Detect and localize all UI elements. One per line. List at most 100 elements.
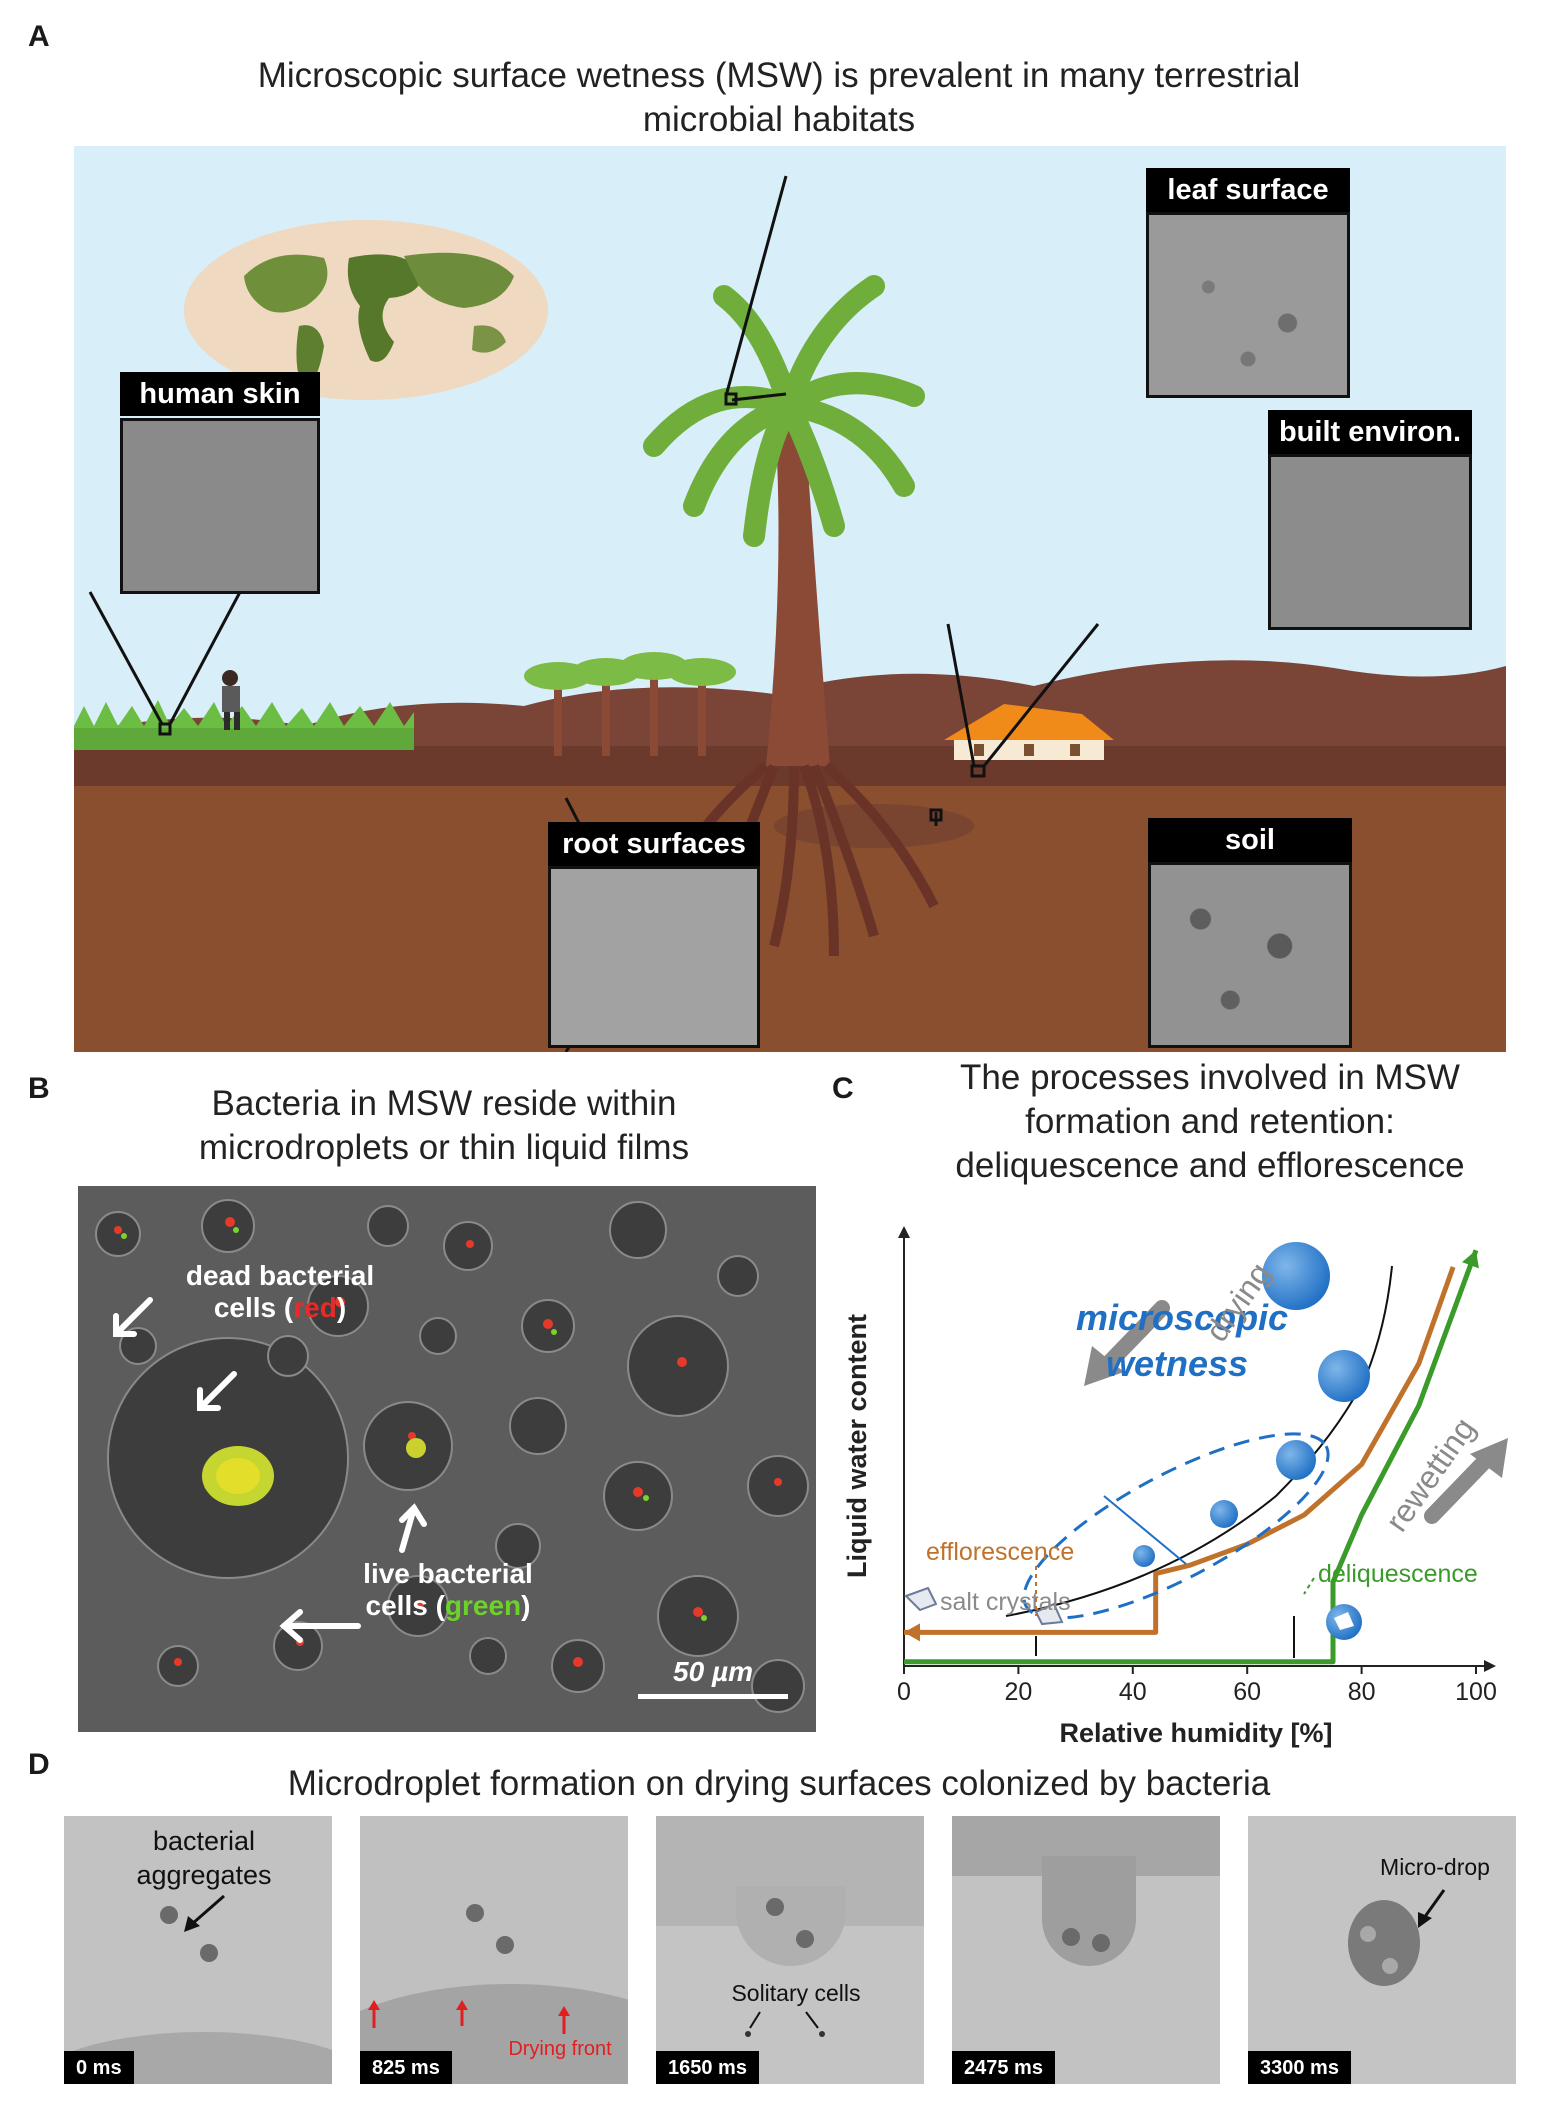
efflorescence-label: efflorescence xyxy=(926,1538,1074,1566)
deliquescence-path xyxy=(904,1249,1479,1665)
frame-825ms: Drying front 825 ms xyxy=(360,1816,628,2084)
human-skin-label: human skin xyxy=(120,372,320,416)
panel-d-letter: D xyxy=(28,1748,50,1781)
x-axis-label: Relative humidity [%] xyxy=(1059,1718,1332,1748)
aggregate xyxy=(1382,1958,1398,1974)
droplet-medium xyxy=(1318,1350,1370,1402)
panel-d-title: Microdroplet formation on drying surface… xyxy=(287,1764,1271,1803)
x-tick-label: 80 xyxy=(1348,1678,1376,1706)
droplets-layer xyxy=(95,1199,809,1713)
droplet-large xyxy=(1262,1242,1330,1310)
drying-front-label: Drying front xyxy=(508,2038,612,2060)
panel-b-title: Bacteria in MSW reside within microdropl… xyxy=(74,1082,814,1170)
timestamp: 0 ms xyxy=(64,2051,134,2084)
aggregate xyxy=(766,1898,784,1916)
dead-cells-post: ) xyxy=(336,1292,347,1323)
live-cells-pre: cells ( xyxy=(365,1590,445,1621)
panel-a-title-line2: microbial habitats xyxy=(642,100,916,139)
built-environ-micrograph xyxy=(1268,454,1472,630)
x-tick-label: 0 xyxy=(897,1678,911,1706)
x-tick-label: 20 xyxy=(1004,1678,1032,1706)
frame-0ms: bacterial aggregates 0 ms xyxy=(64,1816,332,2084)
human-skin-micrograph xyxy=(120,418,320,594)
frame-label-line2: aggregates xyxy=(136,1860,272,1890)
panel-c-letter: C xyxy=(832,1072,854,1105)
deliquescence-arrowhead xyxy=(1462,1250,1479,1269)
solitary-cells-label: Solitary cells xyxy=(731,1980,861,2006)
palm-row xyxy=(524,652,736,756)
leaf-surface-label: leaf surface xyxy=(1146,168,1350,212)
live-cells-color-word: green xyxy=(444,1590,522,1621)
root-surfaces-label: root surfaces xyxy=(548,822,760,866)
timestamp: 825 ms xyxy=(360,2051,452,2084)
micro-drop-arrow xyxy=(1418,1889,1446,1928)
x-ticks: 0 20 40 60 80 100 xyxy=(897,1666,1497,1706)
live-cells-post: ) xyxy=(521,1590,531,1621)
bacteria-micrograph: dead bacterial cells (red) live bacteria… xyxy=(78,1186,816,1732)
panel-c-title-line2: formation and retention: xyxy=(1025,1102,1395,1141)
droplet-small xyxy=(1276,1440,1316,1480)
micro-drop-label: Micro-drop xyxy=(1380,1854,1490,1880)
microscopic-label: microscopic xyxy=(1076,1297,1288,1338)
dead-cells-pre: cells ( xyxy=(213,1292,294,1323)
live-cells-line1: live bacterial xyxy=(363,1558,533,1589)
x-tick-label: 40 xyxy=(1119,1678,1147,1706)
salt-crystal-icon xyxy=(904,1586,938,1612)
aggregate xyxy=(1360,1926,1376,1942)
dead-cells-color-word: red xyxy=(293,1292,337,1323)
bacterial-aggregates-label: bacterial aggregates xyxy=(104,1824,304,1892)
solitary-arrows xyxy=(745,2011,825,2037)
panel-b-title-line1: Bacteria in MSW reside within xyxy=(211,1084,677,1123)
aggregate xyxy=(496,1936,514,1954)
timestamp: 3300 ms xyxy=(1248,2051,1351,2084)
panel-b-arrows xyxy=(113,1297,427,1643)
droplet-smallest xyxy=(1133,1545,1155,1567)
scale-bar xyxy=(638,1694,788,1699)
world-map xyxy=(184,220,548,400)
microscopic-wetness-pointer xyxy=(1103,1495,1187,1565)
process-arrows xyxy=(1098,1300,1496,1524)
person-figure xyxy=(222,670,240,730)
frame-label-line1: bacterial xyxy=(152,1826,256,1856)
frame-3300ms: Micro-drop 3300 ms xyxy=(1248,1816,1516,2084)
dead-cells-label: dead bacterial cells (red) xyxy=(170,1260,390,1324)
panel-a-letter: A xyxy=(28,20,50,53)
aggregate xyxy=(160,1906,178,1924)
x-tick-label: 100 xyxy=(1455,1678,1497,1706)
frame-1650ms: Solitary cells 1650 ms xyxy=(656,1816,924,2084)
frame-2475ms: 2475 ms xyxy=(952,1816,1220,2084)
aggregate xyxy=(200,1944,218,1962)
deliquescence-label: deliquescence xyxy=(1318,1560,1478,1588)
aggregate xyxy=(796,1930,814,1948)
aggregate xyxy=(1092,1934,1110,1952)
soil-micrograph xyxy=(1148,862,1352,1048)
wetness-label: wetness xyxy=(1106,1343,1248,1384)
drying-front-arrows xyxy=(368,2000,570,2034)
soil-label: soil xyxy=(1148,818,1352,862)
panel-c-title-line3: deliquescence and efflorescence xyxy=(955,1146,1465,1185)
aggregate xyxy=(1062,1928,1080,1946)
timestamp: 1650 ms xyxy=(656,2051,759,2084)
panel-c-title-line1: The processes involved in MSW xyxy=(960,1058,1460,1097)
efflorescence-arrowhead xyxy=(904,1623,920,1642)
dead-cells-line1: dead bacterial xyxy=(185,1260,375,1291)
live-cells-label: live bacterial cells (green) xyxy=(328,1558,568,1622)
aggregates-arrow xyxy=(184,1894,225,1932)
panel-b-letter: B xyxy=(28,1072,50,1105)
x-tick-label: 60 xyxy=(1233,1678,1261,1706)
panel-c-title: The processes involved in MSW formation … xyxy=(880,1056,1540,1188)
y-axis-label: Liquid water content xyxy=(842,1314,872,1578)
salt-crystals-label: salt crystals xyxy=(940,1588,1071,1616)
panel-a-title: Microscopic surface wetness (MSW) is pre… xyxy=(0,54,1558,142)
scale-bar-label: 50 µm xyxy=(673,1656,753,1687)
salt-crystal-icon-2 xyxy=(1034,1602,1064,1626)
root-surfaces-micrograph xyxy=(548,866,760,1048)
dissolving-crystal xyxy=(1334,1612,1354,1630)
timestamp: 2475 ms xyxy=(952,2051,1055,2084)
aggregate xyxy=(466,1904,484,1922)
panel-b-title-line2: microdroplets or thin liquid films xyxy=(198,1128,690,1167)
wetness-chart: 0 20 40 60 80 100 Relative humidity [%] Liqui… xyxy=(842,1226,1508,1748)
panel-a-title-line1: Microscopic surface wetness (MSW) is pre… xyxy=(257,56,1301,95)
leaf-surface-micrograph xyxy=(1146,212,1350,398)
built-environ-label: built environ. xyxy=(1268,410,1472,454)
